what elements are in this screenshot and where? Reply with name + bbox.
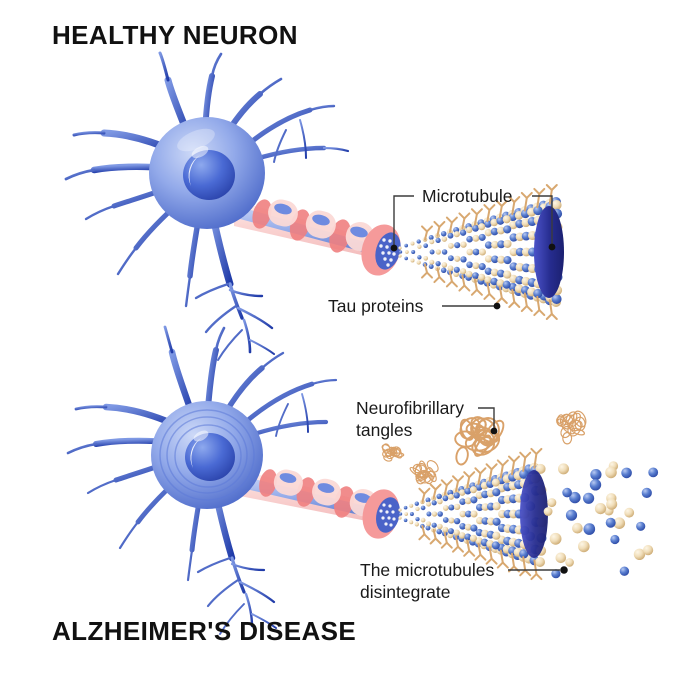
leader-dot-debris bbox=[560, 566, 568, 574]
page-title-alzheimer: ALZHEIMER'S DISEASE bbox=[52, 616, 356, 646]
label-disintegrate-line1: The microtubules bbox=[360, 560, 494, 580]
label-microtubule: Microtubule bbox=[422, 186, 512, 206]
nucleus-alzheimer bbox=[185, 433, 235, 481]
leader-dot-cap bbox=[549, 244, 556, 251]
label-tangles-line2: tangles bbox=[356, 420, 413, 440]
leader-dot-axon bbox=[391, 245, 398, 252]
page-title-healthy: HEALTHY NEURON bbox=[52, 20, 298, 50]
label-tau-proteins: Tau proteins bbox=[328, 296, 424, 316]
leader-dot-tau bbox=[494, 303, 501, 310]
leader-dot-tangle bbox=[491, 428, 498, 435]
microtubule-end-cap-disintegrating bbox=[520, 470, 548, 558]
microtubule-end-cap bbox=[534, 206, 564, 298]
soma-alzheimer bbox=[151, 401, 263, 509]
label-disintegrate-line2: disintegrate bbox=[360, 582, 450, 602]
soma-healthy bbox=[149, 117, 265, 229]
label-tangles-line1: Neurofibrillary bbox=[356, 398, 464, 418]
nucleus-healthy bbox=[183, 150, 235, 200]
